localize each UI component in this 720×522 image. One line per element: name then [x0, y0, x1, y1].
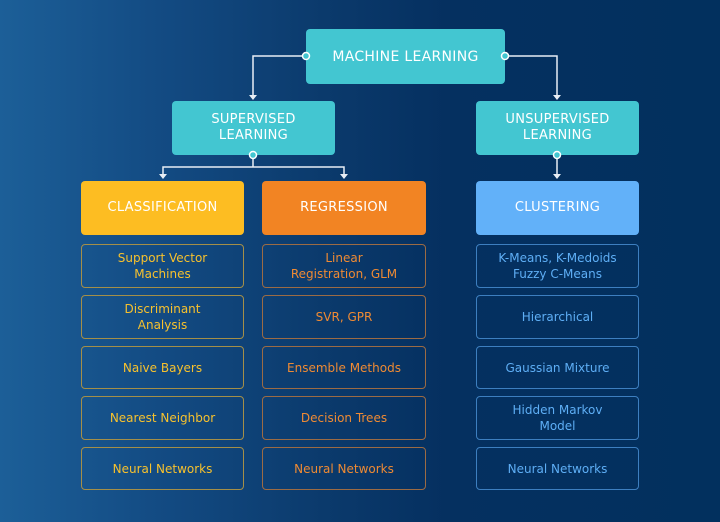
classification-node: CLASSIFICATION — [81, 181, 244, 235]
clustering-item: Hierarchical — [476, 295, 639, 339]
regression-item: Decision Trees — [262, 396, 426, 440]
connector-supervised-classification — [162, 166, 253, 175]
root-node: MACHINE LEARNING — [306, 29, 505, 84]
regression-item: Neural Networks — [262, 447, 426, 490]
connector-supervised-regression — [253, 166, 345, 175]
arrow-head-icon — [159, 174, 167, 179]
classification-item: Nearest Neighbor — [81, 396, 244, 440]
clustering-item: Neural Networks — [476, 447, 639, 490]
arrow-head-icon — [340, 174, 348, 179]
connector-dot-icon — [500, 51, 510, 61]
regression-item: Linear Registration, GLM — [262, 244, 426, 288]
connector-dot-icon — [301, 51, 311, 61]
regression-item: Ensemble Methods — [262, 346, 426, 389]
arrow-head-icon — [249, 95, 257, 100]
clustering-item: Hidden Markov Model — [476, 396, 639, 440]
clustering-item: Gaussian Mixture — [476, 346, 639, 389]
connector-root-unsupervised — [509, 55, 558, 96]
clustering-node: CLUSTERING — [476, 181, 639, 235]
connector-dot-icon — [248, 150, 258, 160]
regression-item: SVR, GPR — [262, 295, 426, 339]
arrow-head-icon — [553, 95, 561, 100]
arrow-head-icon — [553, 174, 561, 179]
classification-item: Neural Networks — [81, 447, 244, 490]
supervised-learning-node: SUPERVISED LEARNING — [172, 101, 335, 155]
classification-item: Discriminant Analysis — [81, 295, 244, 339]
clustering-item: K-Means, K-Medoids Fuzzy C-Means — [476, 244, 639, 288]
connector-root-supervised — [252, 55, 302, 96]
connector-dot-icon — [552, 150, 562, 160]
classification-item: Support Vector Machines — [81, 244, 244, 288]
regression-node: REGRESSION — [262, 181, 426, 235]
classification-item: Naive Bayers — [81, 346, 244, 389]
unsupervised-learning-node: UNSUPERVISED LEARNING — [476, 101, 639, 155]
